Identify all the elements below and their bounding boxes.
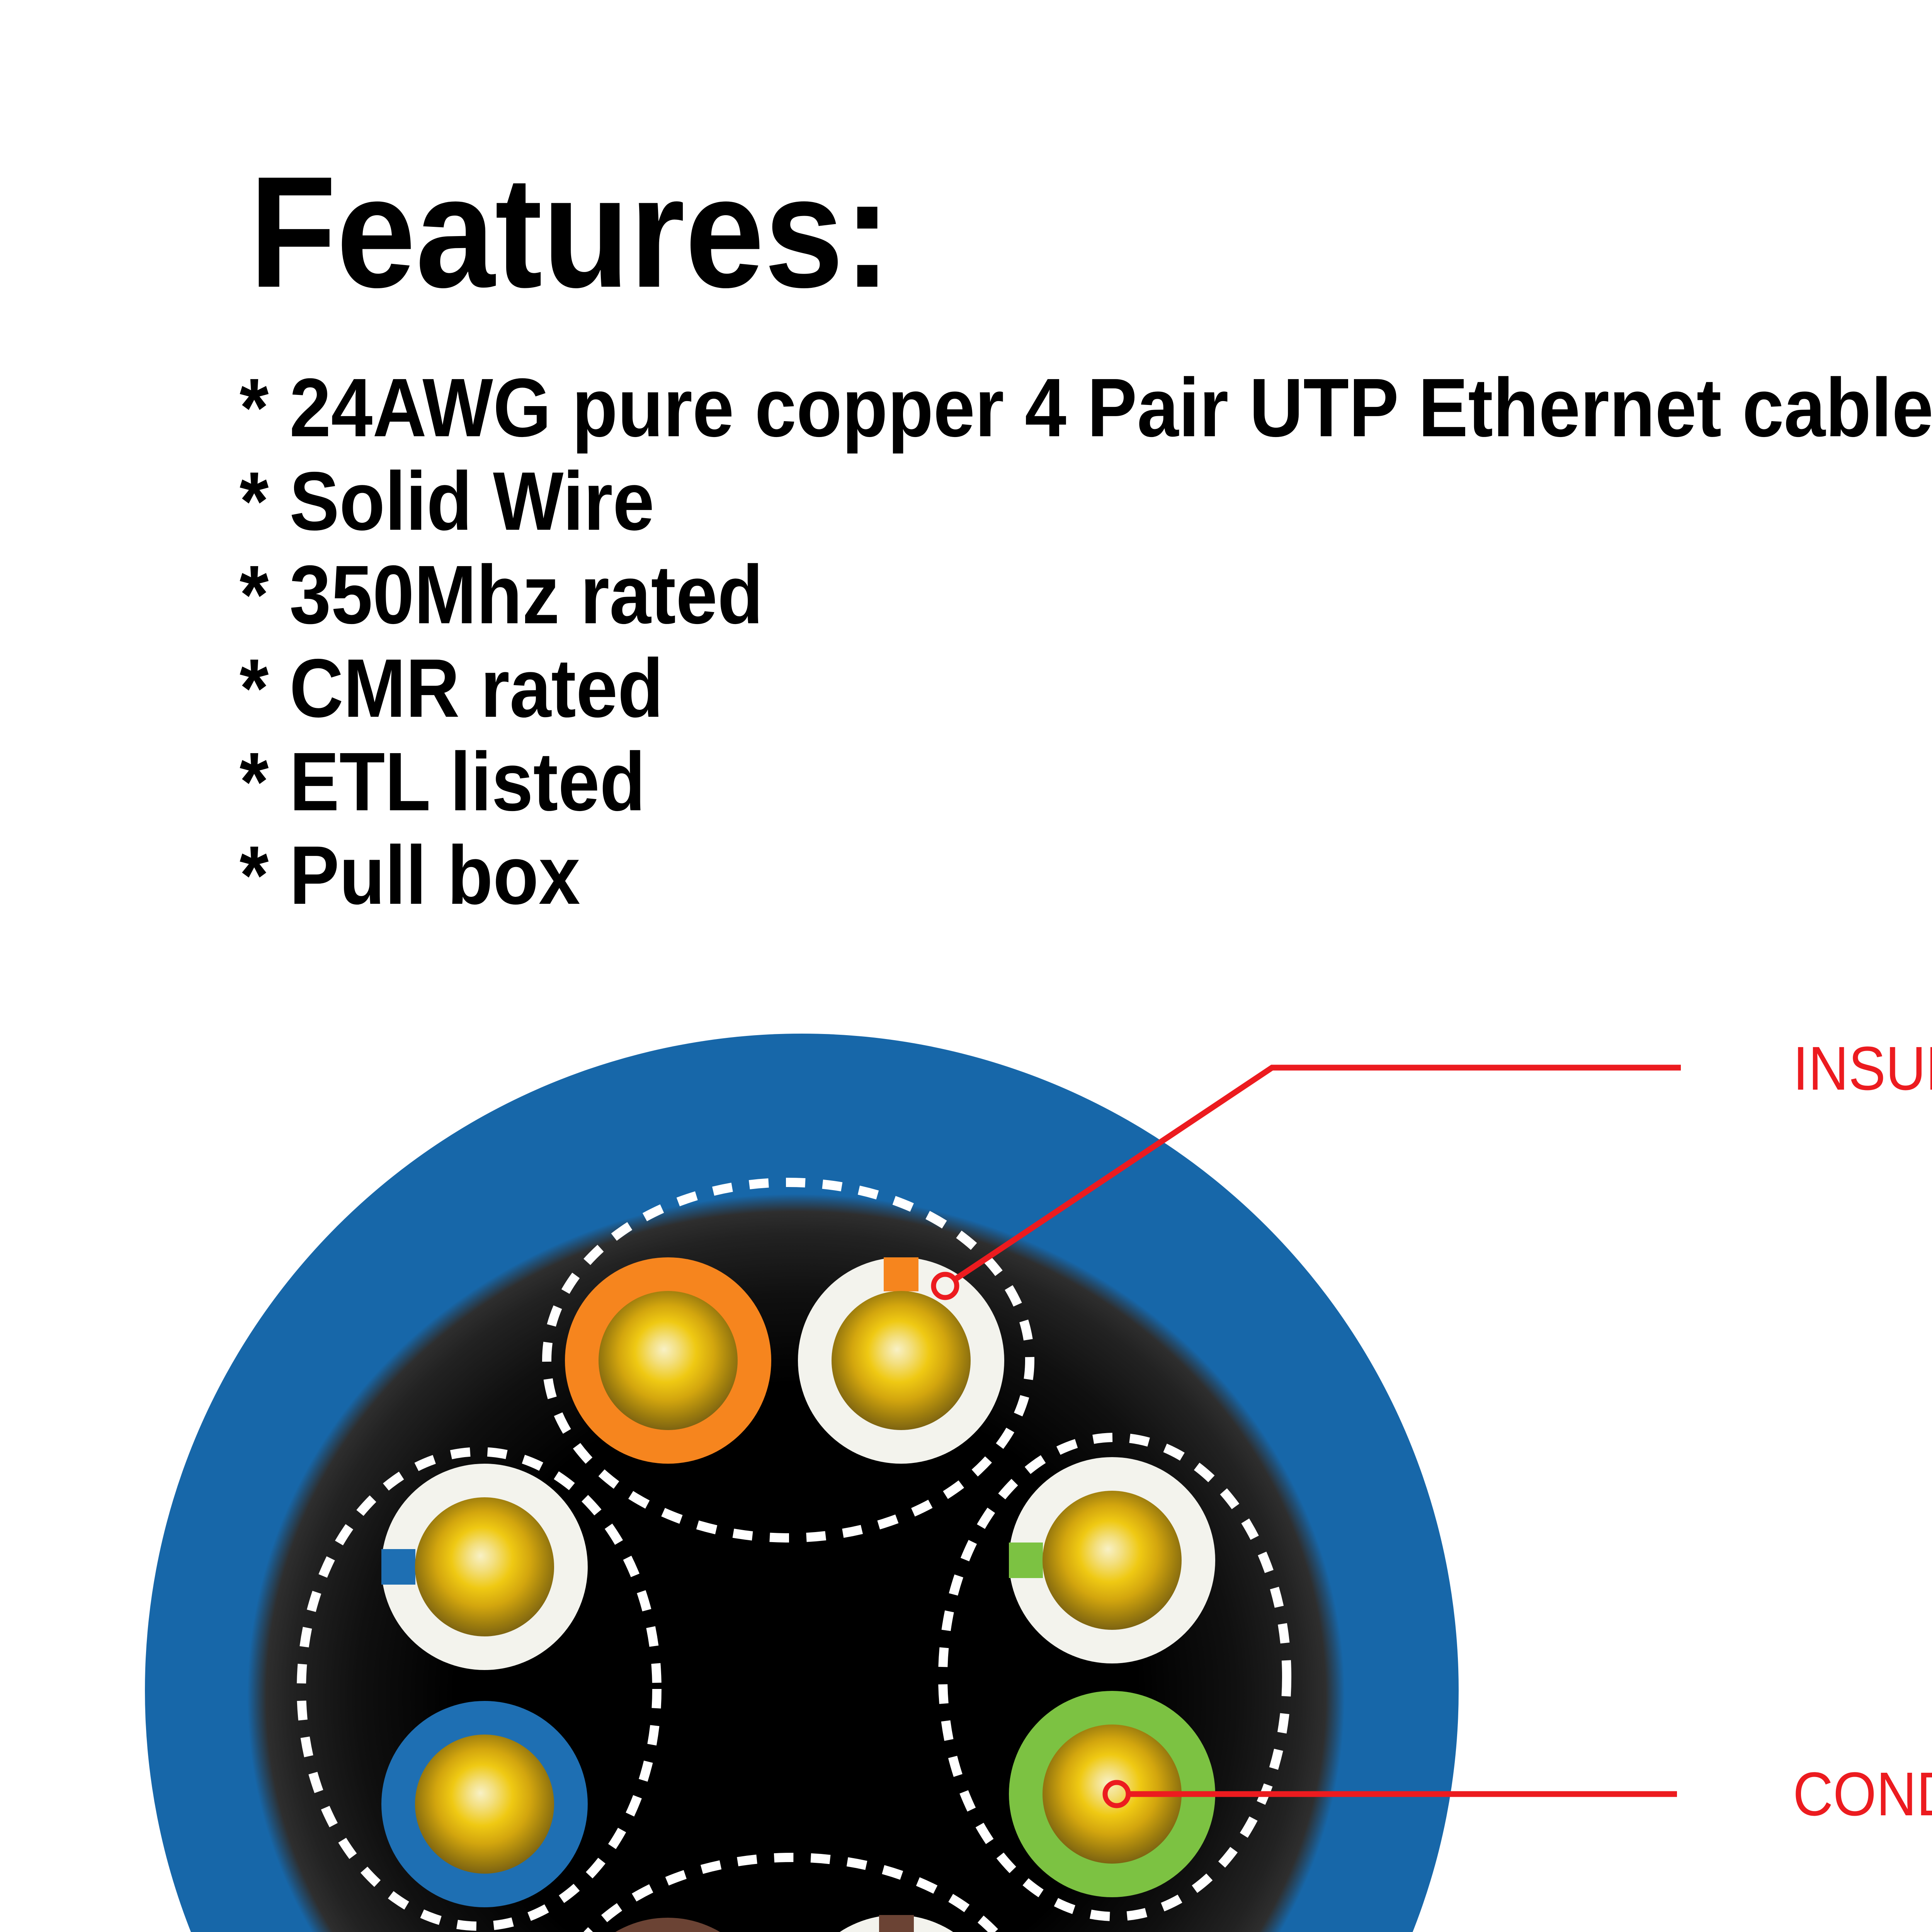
feature-item: * CMR rated — [240, 641, 663, 735]
pair-outline-top — [542, 1178, 1034, 1543]
label-insulation: INSULATION — [1793, 1034, 1932, 1103]
stripe-marker-orange — [884, 1257, 918, 1291]
pair-brown — [615, 1915, 953, 1932]
pair-blue — [381, 1464, 588, 1907]
feature-item: * Pull box — [240, 828, 580, 922]
insulation-ring-brown — [615, 1918, 720, 1932]
features-list: * 24AWG pure copper 4 Pair UTP Ethernet … — [240, 361, 1932, 922]
pair-green — [1009, 1457, 1215, 1897]
insulation-pointer-line — [955, 1065, 1681, 1281]
conductor-marker-ring — [1102, 1780, 1131, 1808]
label-conductor: CONDUCTOR — [1793, 1759, 1932, 1828]
pair-orange — [565, 1257, 1004, 1464]
copper-core — [415, 1735, 554, 1874]
feature-item: * 24AWG pure copper 4 Pair UTP Ethernet … — [240, 361, 1932, 454]
annotation-lines — [955, 1065, 1681, 1797]
copper-core — [832, 1291, 971, 1430]
copper-core — [1043, 1491, 1182, 1630]
copper-core — [415, 1497, 554, 1636]
pair-outline-bottom — [583, 1853, 1001, 1932]
pair-outline-right — [938, 1433, 1291, 1921]
insulation-marker-ring — [931, 1272, 959, 1300]
pair-outline-left — [297, 1447, 662, 1931]
annotation-markers — [931, 1272, 1131, 1808]
page-title: Features: — [249, 143, 891, 320]
feature-item: * ETL listed — [240, 735, 646, 828]
stripe-marker-green — [1009, 1543, 1043, 1578]
pair-group-outlines — [297, 1178, 1291, 1932]
stripe-marker-brown — [879, 1915, 914, 1932]
feature-item: * 350Mhz rated — [240, 548, 763, 641]
copper-core — [599, 1291, 738, 1430]
feature-item: * Solid Wire — [240, 454, 655, 548]
stripe-marker-blue — [381, 1549, 415, 1585]
copper-core — [1043, 1725, 1182, 1864]
